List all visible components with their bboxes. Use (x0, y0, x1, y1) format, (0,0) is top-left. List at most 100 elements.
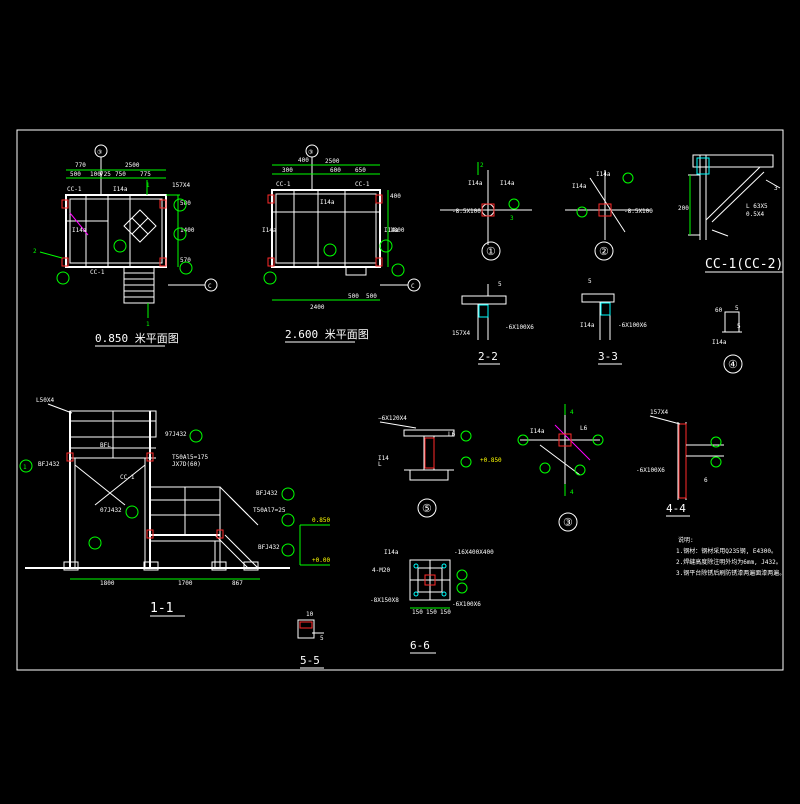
cc1-detail: 200 L 63X5 0.5X4 3 CC-1(CC-2) (678, 154, 783, 273)
plan-0850-title: 0.850 米平面图 (95, 332, 179, 345)
section-4-4: 157X4 -6X100X6 6 4-4 (636, 409, 724, 517)
svg-text:500: 500 (366, 293, 377, 300)
svg-text:BFL: BFL (100, 442, 111, 449)
svg-text:5: 5 (320, 635, 324, 642)
notes-heading: 说明: (678, 536, 694, 544)
svg-text:I14a: I14a (384, 549, 399, 556)
section-1-1: 1800 1700 867 L50X4 1 BFL CC-1 T50Al5=17… (19, 397, 330, 617)
svg-text:-8.5X100: -8.5X100 (624, 208, 653, 215)
svg-text:3-3: 3-3 (598, 350, 618, 363)
svg-text:-16X400X400: -16X400X400 (454, 549, 494, 556)
svg-text:770: 770 (75, 162, 86, 169)
svg-text:1: 1 (23, 464, 27, 471)
svg-text:L50X4: L50X4 (36, 397, 54, 404)
svg-text:4-4: 4-4 (666, 502, 686, 515)
svg-text:1-1: 1-1 (150, 601, 173, 616)
svg-text:T50Al5=175: T50Al5=175 (172, 454, 209, 461)
svg-text:750: 750 (115, 171, 126, 178)
svg-text:1: 1 (146, 321, 150, 328)
svg-text:I14a: I14a (384, 227, 399, 234)
svg-text:867: 867 (232, 580, 243, 587)
svg-text:157X4: 157X4 (452, 330, 470, 337)
svg-text:2500: 2500 (125, 162, 140, 169)
svg-text:2: 2 (33, 248, 37, 255)
svg-text:BFJ432: BFJ432 (258, 544, 280, 551)
svg-text:100: 100 (90, 171, 101, 178)
svg-text:5: 5 (588, 278, 592, 285)
node-2: I14a I14a -8.5X100 ② (565, 170, 653, 261)
svg-text:6: 6 (704, 477, 708, 484)
svg-text:CC-1: CC-1 (90, 269, 105, 276)
svg-text:-8.5X100: -8.5X100 (452, 208, 481, 215)
svg-text:1800: 1800 (100, 580, 115, 587)
svg-text:I14a: I14a (530, 428, 545, 435)
svg-text:BFJ432: BFJ432 (256, 490, 278, 497)
svg-text:500: 500 (70, 171, 81, 178)
notes: 说明: 1.钢材：钢材采用Q235钢, E4300。 2.焊缝高度除注明外均为6… (676, 536, 785, 577)
svg-text:③: ③ (563, 516, 573, 529)
svg-text:150: 150 (426, 609, 437, 616)
svg-text:5-5: 5-5 (300, 654, 320, 667)
svg-text:150: 150 (440, 609, 451, 616)
svg-text:L6: L6 (448, 431, 456, 438)
svg-text:400: 400 (298, 157, 309, 164)
section-5-5: 10 5 5-5 (297, 611, 324, 669)
svg-text:1700: 1700 (178, 580, 193, 587)
svg-text:I14a: I14a (712, 339, 727, 346)
svg-text:CC-1: CC-1 (355, 181, 370, 188)
svg-text:⑤: ⑤ (422, 502, 432, 515)
svg-text:07J432: 07J432 (100, 507, 122, 514)
svg-text:-6X100X6: -6X100X6 (636, 467, 665, 474)
svg-text:−6X120X4: −6X120X4 (378, 415, 407, 422)
svg-text:5: 5 (735, 305, 739, 312)
svg-text:③: ③ (308, 149, 313, 156)
svg-text:-6X100X6: -6X100X6 (618, 322, 647, 329)
svg-text:150: 150 (412, 609, 423, 616)
svg-text:I14a: I14a (262, 227, 277, 234)
node-1: 2 I14a I14a -8.5X100 3 ① (440, 162, 532, 261)
svg-text:I14a: I14a (596, 171, 611, 178)
svg-text:1.钢材：钢材采用Q235钢, E4300。: 1.钢材：钢材采用Q235钢, E4300。 (676, 547, 777, 555)
svg-text:200: 200 (678, 205, 689, 212)
svg-text:3: 3 (510, 215, 514, 222)
svg-text:I14a: I14a (113, 186, 128, 193)
svg-text:1: 1 (146, 182, 150, 189)
svg-text:4: 4 (570, 409, 574, 416)
svg-text:1400: 1400 (180, 227, 195, 234)
svg-text:4-M20: 4-M20 (372, 567, 390, 574)
svg-text:-6X100X6: -6X100X6 (505, 324, 534, 331)
svg-text:CC-1: CC-1 (276, 181, 291, 188)
svg-text:L 63X5: L 63X5 (746, 203, 768, 210)
svg-text:CC-1: CC-1 (120, 474, 135, 481)
svg-text:2.焊缝高度除注明外均为6mm, J432。: 2.焊缝高度除注明外均为6mm, J432。 (676, 558, 782, 566)
svg-text:570: 570 (180, 257, 191, 264)
svg-text:2400: 2400 (310, 304, 325, 311)
svg-text:0.5X4: 0.5X4 (746, 211, 764, 218)
svg-text:2: 2 (480, 162, 484, 169)
node-4: 5 I14a 5 60 ④ (712, 305, 743, 374)
svg-text:L6: L6 (580, 425, 588, 432)
svg-text:I14a: I14a (572, 183, 587, 190)
section-3-3: 5 I14a -6X100X6 3-3 (580, 278, 647, 365)
svg-text:0.850: 0.850 (312, 517, 330, 524)
svg-text:97J432: 97J432 (165, 431, 187, 438)
section-2-2: 5 157X4 -6X100X6 2-2 (452, 281, 534, 365)
svg-text:1800: 1800 (390, 227, 405, 234)
svg-text:BFJ432: BFJ432 (38, 461, 60, 468)
svg-text:500: 500 (348, 293, 359, 300)
svg-text:CC-1: CC-1 (67, 186, 82, 193)
svg-text:I14: I14 (378, 455, 389, 462)
plan-2600-title: 2.600 米平面图 (285, 328, 369, 341)
plan-2600: ③ 2500 400 300 600 650 CC-1 CC-1 I14a I1… (262, 144, 421, 343)
svg-text:I14a: I14a (72, 227, 87, 234)
svg-text:2500: 2500 (325, 158, 340, 165)
svg-text:①: ① (486, 245, 496, 258)
svg-text:C: C (411, 283, 415, 290)
svg-text:3.钢平台除锈后刷防锈漆两遍面漆两遍。: 3.钢平台除锈后刷防锈漆两遍面漆两遍。 (676, 569, 785, 577)
svg-text:6-6: 6-6 (410, 639, 430, 652)
drawing-frame (16, 129, 784, 671)
svg-text:I14a: I14a (500, 180, 515, 187)
section-6-6: I14a -16X400X400 -8X150X8 4-M20 -6X100X6… (370, 549, 494, 654)
svg-text:-6X100X6: -6X100X6 (452, 601, 481, 608)
